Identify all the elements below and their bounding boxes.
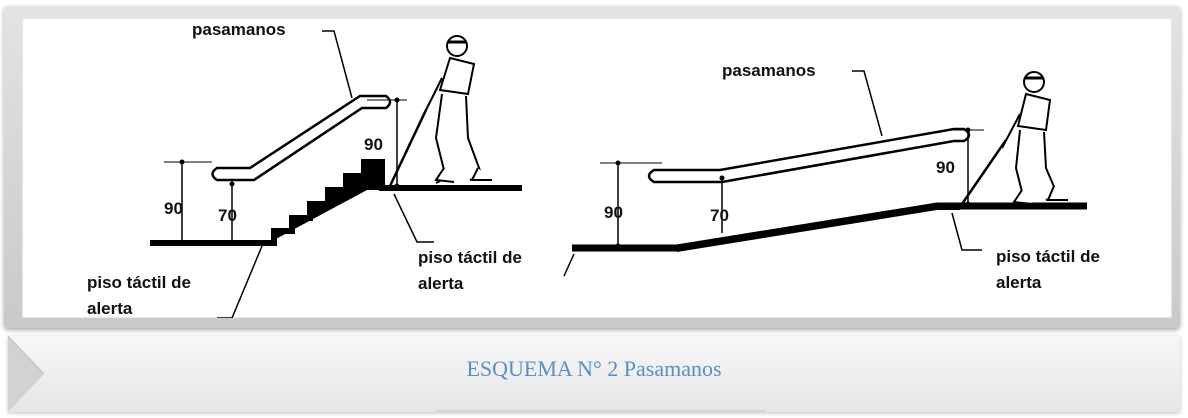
diagram-panel: pasamanos 90 70 90 piso táctil de alerta… <box>22 18 1172 318</box>
ramp-tactile-line1: piso táctil de <box>996 247 1100 266</box>
ramp-handrail-leader <box>852 70 883 137</box>
stairs-handrail-label: pasamanos <box>192 20 286 39</box>
caption-band: ESQUEMA N° 2 Pasamanos <box>8 336 1180 412</box>
dim-dot <box>394 183 400 189</box>
ramp-tactile-line2: alerta <box>996 273 1042 292</box>
stairs-tactile-left-leader <box>217 245 263 318</box>
ramp-tactile-right-leader <box>951 212 982 251</box>
ramp-tactile-left-leader <box>563 253 575 277</box>
caption-wedge <box>8 336 45 412</box>
ramp-handrail-label: pasamanos <box>722 61 816 80</box>
dim-dot <box>179 240 185 246</box>
dim-dot <box>179 159 185 165</box>
blind-person-icon <box>960 71 1068 205</box>
dim-dot <box>719 175 725 181</box>
ramp-handrail <box>647 127 971 184</box>
stairs-handrail-leader <box>322 30 353 99</box>
stairs-drawing: pasamanos 90 70 90 piso táctil de alerta… <box>87 20 522 318</box>
stairs-height-70: 70 <box>218 206 237 225</box>
dim-dot <box>615 160 621 166</box>
stairs-tactile-right-line2: alerta <box>418 274 464 293</box>
dim-dot <box>965 201 971 207</box>
stairs-height-90-left: 90 <box>164 199 183 218</box>
handrail-diagram: pasamanos 90 70 90 piso táctil de alerta… <box>87 20 1100 318</box>
bottom-divider <box>436 410 766 412</box>
stairs-tactile-right-line1: piso táctil de <box>418 248 522 267</box>
dim-dot <box>615 243 621 249</box>
stairs-tactile-left-line1: piso táctil de <box>87 273 191 292</box>
dim-dot <box>394 97 400 103</box>
blind-person-icon <box>388 35 492 187</box>
stairs-tactile-right-leader <box>393 193 434 243</box>
ramp-height-90-left: 90 <box>604 203 623 222</box>
dim-dot <box>229 181 235 187</box>
ramp-fill <box>677 204 960 252</box>
stairs-handrail <box>211 94 392 182</box>
ramp-drawing: pasamanos 90 70 90 piso táctil de alerta <box>563 61 1100 292</box>
figure-caption: ESQUEMA N° 2 Pasamanos <box>466 356 722 381</box>
stairs-steps <box>274 162 382 240</box>
stairs-tactile-left-line2: alerta <box>87 299 133 318</box>
ramp-height-90-right: 90 <box>936 158 955 177</box>
stairs-height-90-right: 90 <box>364 135 383 154</box>
ramp-height-70: 70 <box>710 206 729 225</box>
dim-dot <box>965 127 971 133</box>
diagram-frame: pasamanos 90 70 90 piso táctil de alerta… <box>4 6 1180 328</box>
